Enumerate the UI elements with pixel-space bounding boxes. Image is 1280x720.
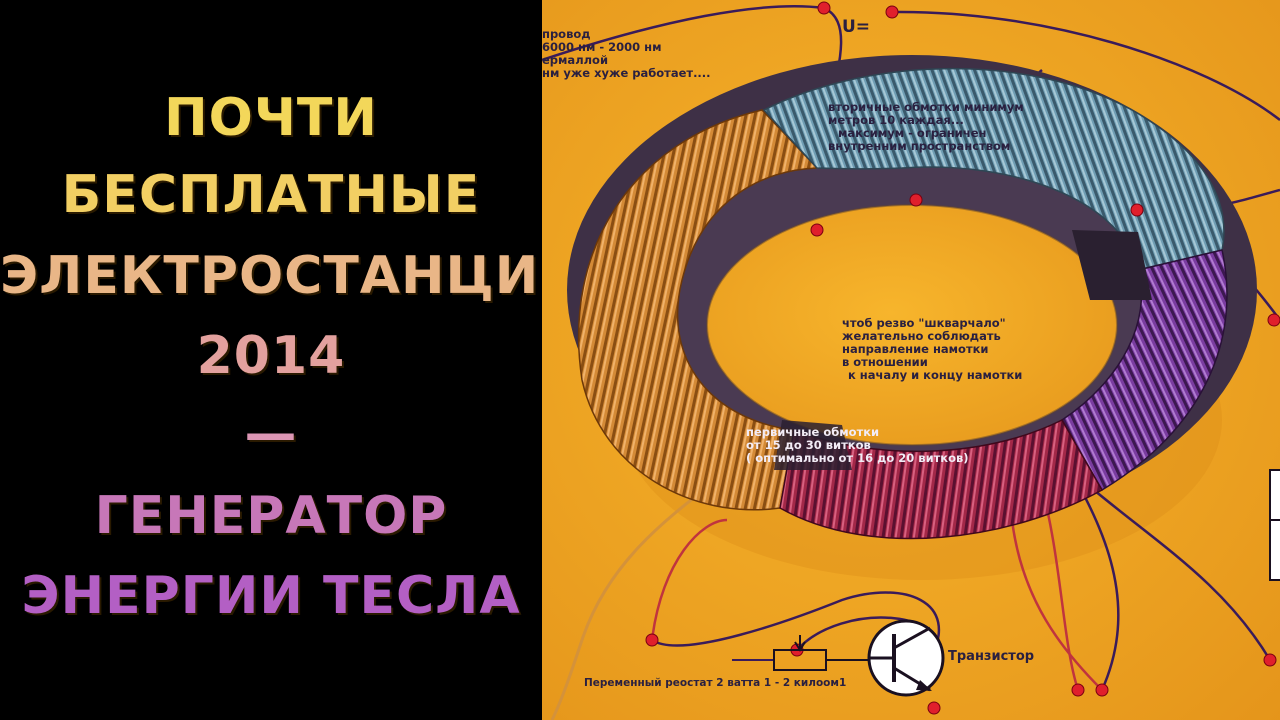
top-note-3: ермаллой [542,53,608,67]
top-note-1: провод [542,27,591,41]
secondary-note-4: внутренним пространством [828,139,1010,153]
core-exposed [1072,230,1152,300]
direction-note-3: направление намотки [842,342,989,356]
secondary-note-2: метров 10 каждая... [828,113,964,127]
direction-note-1: чтоб резво "шкварчало" [842,316,1006,330]
headline-line-6: ЭНЕРГИИ ТЕСЛА [21,566,521,626]
headline-line-2: БЕСПЛАТНЫЕ [61,165,481,225]
top-note-2: 6000 нм - 2000 нм [542,40,662,54]
primary-note-1: первичные обмотки [746,425,879,439]
blue-coil [762,68,1225,271]
primary-note-2: от 15 до 30 витков [746,438,871,452]
rheostat-symbol [732,635,870,671]
transistor-label: Транзистор [948,649,1034,664]
headline-line-3: ЭЛЕКТРОСТАНЦИИ [0,246,584,306]
copper-coil [577,109,819,511]
direction-note-4: в отношении [842,355,928,369]
direction-note-5: к началу и концу намотки [848,368,1022,382]
headline-line-5: ГЕНЕРАТОР [94,486,448,546]
direction-note-2: желательно соблюдать [842,329,1001,343]
headline-line-1: ПОЧТИ [164,88,378,148]
title-panel: ПОЧТИ БЕСПЛАТНЫЕ ЭЛЕКТРОСТАНЦИИ 2014 — Г… [0,0,584,720]
secondary-note-1: вторичные обмотки минимум [828,100,1024,114]
transistor-symbol [867,619,945,697]
headline-line-4: 2014 [196,326,346,386]
diagram-svg: провод 6000 нм - 2000 нм ермаллой нм уже… [542,0,1280,720]
red-coil [779,419,1104,540]
toroid-hole [707,205,1117,445]
headline-dash: — [244,404,298,464]
secondary-note-3: максимум - ограничен [838,126,986,140]
schematic-box-edge [1269,469,1280,581]
top-note-4: нм уже хуже работает.... [542,66,711,80]
rheostat-label: Переменный реостат 2 ватта 1 - 2 килоом1 [584,677,846,689]
primary-note-3: ( оптимально от 16 до 20 витков) [746,451,969,465]
toroid-diagram: провод 6000 нм - 2000 нм ермаллой нм уже… [542,0,1280,720]
voltage-label: U= [842,17,870,37]
